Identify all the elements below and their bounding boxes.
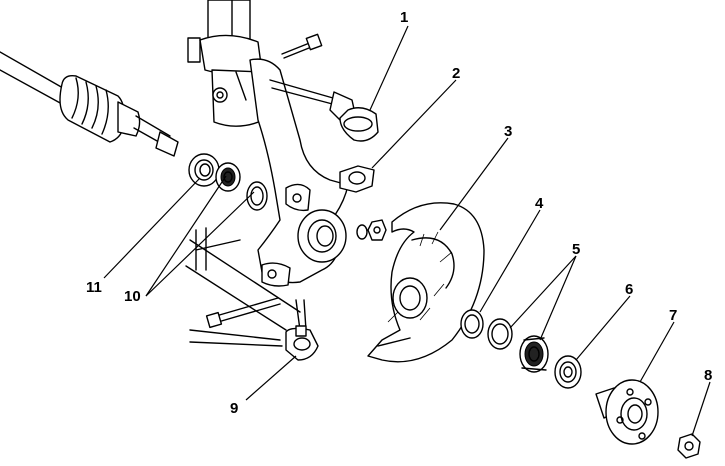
callout-1: 1 (400, 9, 408, 26)
callout-8: 8 (704, 367, 712, 384)
part-2-ball-joint-arm (339, 165, 375, 193)
part-9-ball-joint (285, 299, 319, 361)
callout-9: 9 (230, 400, 238, 417)
part-6-outer-seal (554, 355, 582, 389)
leader-lines (103, 25, 711, 437)
strut-bolt (281, 33, 323, 59)
part-7-wheel-hub (595, 379, 659, 445)
part-4-race (460, 309, 484, 339)
drive-shaft (0, 51, 179, 157)
part-11-inner-seal (188, 153, 220, 187)
lower-arm-bolt (205, 297, 281, 329)
callout-2: 2 (452, 65, 460, 82)
part-3-dust-shield (367, 202, 485, 363)
callout-11: 11 (86, 279, 102, 296)
knuckle-washer-nut (356, 219, 387, 241)
part-5-outer-bearing (487, 318, 549, 373)
callout-6: 6 (625, 281, 633, 298)
callout-4: 4 (535, 195, 544, 212)
part-1-tie-rod-end (269, 79, 379, 142)
lower-control-arm (185, 227, 301, 347)
callout-7: 7 (669, 307, 677, 324)
part-8-hub-nut (677, 433, 701, 459)
callout-5: 5 (572, 241, 580, 258)
callout-10: 10 (124, 288, 141, 305)
steering-knuckle (249, 58, 349, 287)
callout-3: 3 (504, 123, 512, 140)
suspension-strut (187, 0, 269, 127)
part-10-inner-bearing (215, 162, 268, 211)
